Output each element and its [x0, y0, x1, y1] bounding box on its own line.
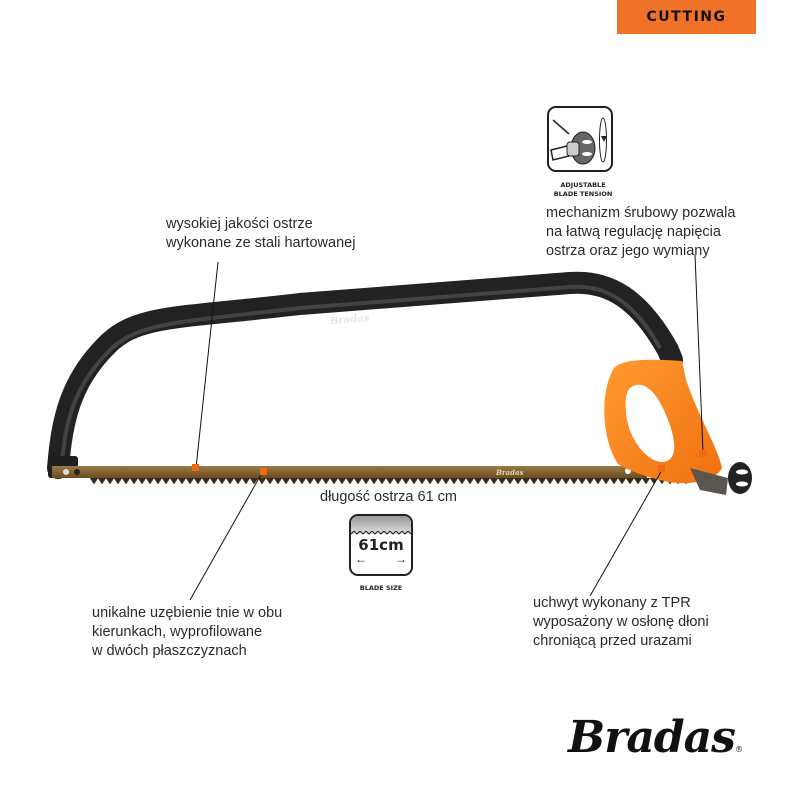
callout-line: ostrza oraz jego wymiany — [546, 243, 710, 259]
arrow-right-icon: → — [395, 552, 407, 566]
caption-line: ADJUSTABLE — [560, 181, 606, 189]
category-badge: CUTTING — [617, 0, 756, 34]
logo-text: Bradas — [568, 712, 736, 763]
callout-line: wyposażony w osłonę dłoni — [533, 614, 709, 630]
callout-line: kierunkach, wyprofilowane — [92, 624, 263, 640]
saw-frame: Bradas — [47, 271, 683, 479]
saw-blade: Bradas — [52, 466, 691, 485]
callout-blade-length: długość ostrza 61 cm — [320, 488, 457, 507]
adjustable-tension-icon — [547, 106, 613, 172]
blade-size-value: 61cm — [358, 536, 404, 554]
callout-line: na łatwą regulację napięcia — [546, 224, 721, 240]
arrow-left-icon: ← — [355, 552, 367, 566]
saw-handle — [604, 359, 752, 495]
callout-line: wykonane ze stali hartowanej — [166, 235, 356, 251]
callout-line: w dwóch płaszczyznach — [92, 643, 247, 659]
blade-brand-text: Bradas — [495, 468, 524, 477]
callout-handle: uchwyt wykonany z TPR wyposażony w osłon… — [533, 594, 709, 651]
leader-lines — [189, 254, 706, 601]
tension-icon-caption: ADJUSTABLE BLADE TENSION — [548, 181, 618, 199]
callout-teeth-profile: unikalne uzębienie tnie w obu kierunkach… — [92, 604, 282, 661]
callout-line: długość ostrza 61 cm — [320, 489, 458, 505]
frame-brand-text: Bradas — [329, 313, 370, 328]
bradas-logo: Bradas® — [568, 712, 743, 763]
callout-line: wysokiej jakości ostrze — [166, 216, 313, 232]
callout-line: mechanizm śrubowy pozwala — [546, 205, 736, 221]
callout-line: chroniącą przed urazami — [533, 633, 692, 649]
blade-size-caption: BLADE SIZE — [359, 584, 403, 592]
callout-tension-mechanism: mechanizm śrubowy pozwala na łatwą regul… — [546, 204, 735, 261]
callout-line: unikalne uzębienie tnie w obu — [92, 605, 283, 621]
callout-blade-quality: wysokiej jakości ostrze wykonane ze stal… — [166, 215, 355, 253]
registered-mark: ® — [734, 745, 743, 754]
callout-line: uchwyt wykonany z TPR — [533, 595, 691, 611]
blade-size-icon: 61cm ← → — [349, 514, 413, 576]
caption-line: BLADE TENSION — [553, 190, 613, 198]
category-label: CUTTING — [646, 9, 727, 25]
